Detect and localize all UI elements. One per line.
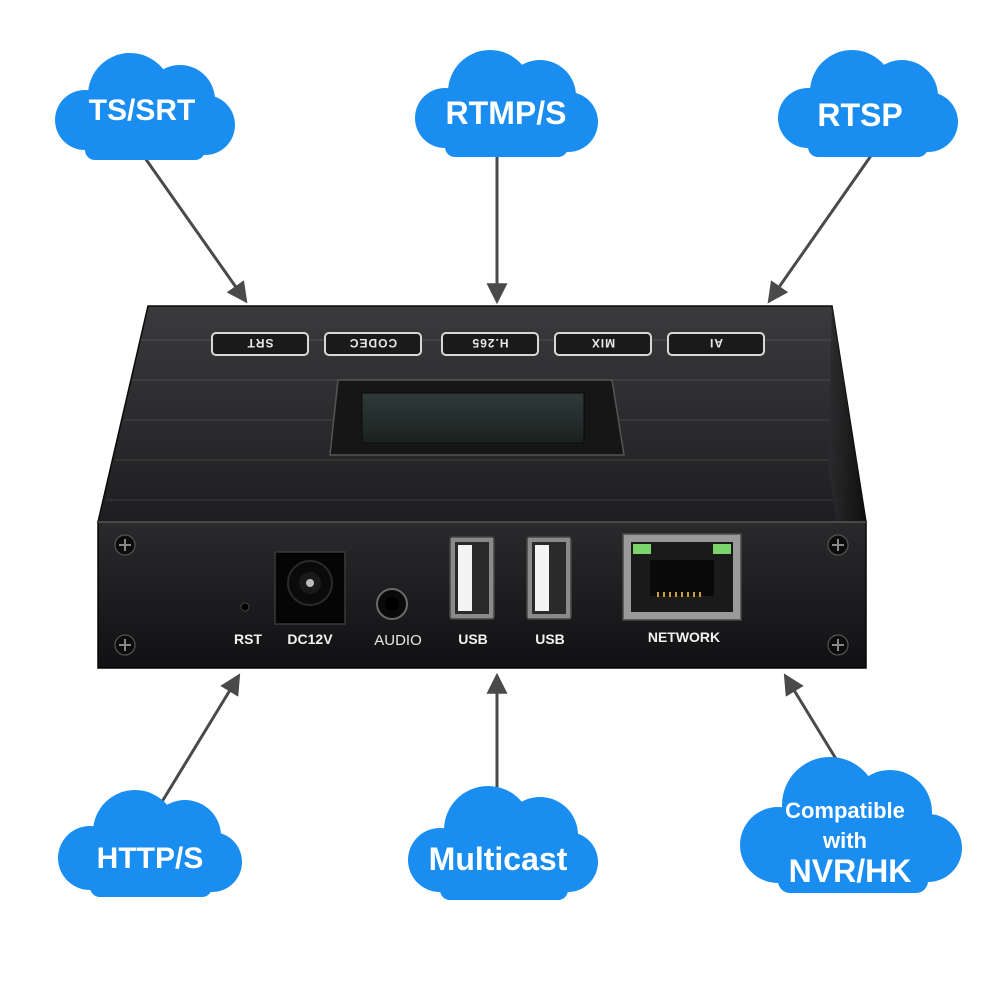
label-rtmp-s: RTMP/S xyxy=(446,95,567,131)
label-http-s: HTTP/S xyxy=(97,842,204,875)
label-compat-line2: with xyxy=(822,828,867,853)
link-led-right xyxy=(713,544,731,554)
link-led-left xyxy=(633,544,651,554)
arrow-http xyxy=(158,673,241,806)
top-button-mix[interactable]: MIX xyxy=(554,332,652,356)
reset-pinhole[interactable] xyxy=(240,602,250,612)
cloud-ts-srt: TS/SRT xyxy=(55,53,235,160)
top-button-ai[interactable]: AI xyxy=(667,332,765,356)
top-button-ai-label: AI xyxy=(709,336,723,350)
arrow-rtsp xyxy=(767,149,877,304)
top-button-mix-label: MIX xyxy=(591,336,615,350)
cloud-icon xyxy=(740,757,962,893)
label-rtsp: RTSP xyxy=(817,97,902,133)
label-compat-line1: Compatible xyxy=(785,798,905,823)
cloud-icon xyxy=(778,50,958,157)
top-button-srt[interactable]: SRT xyxy=(211,332,309,356)
cloud-rtsp: RTSP xyxy=(778,50,958,157)
usb-port-1[interactable] xyxy=(449,536,495,620)
cloud-icon xyxy=(55,53,235,160)
lcd-display xyxy=(329,379,625,456)
cloud-icon xyxy=(408,786,598,900)
cloud-icon xyxy=(58,790,242,897)
label-compat-line3: NVR/HK xyxy=(789,853,912,889)
top-button-codec[interactable]: CODEC xyxy=(324,332,422,356)
label-network: NETWORK xyxy=(648,629,720,645)
top-button-h265-label: H.265 xyxy=(471,336,508,350)
label-rst: RST xyxy=(234,631,262,647)
cloud-icon xyxy=(415,50,598,157)
audio-jack[interactable] xyxy=(376,588,408,620)
cloud-http: HTTP/S xyxy=(58,790,242,897)
arrow-ts-srt xyxy=(143,157,248,304)
label-usb-2: USB xyxy=(535,631,565,647)
network-port[interactable] xyxy=(622,533,742,621)
label-dc12v: DC12V xyxy=(287,631,333,647)
top-button-codec-label: CODEC xyxy=(349,336,397,350)
encoder-device: SRT CODEC H.265 MIX AI xyxy=(97,305,867,669)
label-usb-1: USB xyxy=(458,631,488,647)
label-audio: AUDIO xyxy=(374,632,422,649)
screw-top-left xyxy=(114,534,136,556)
cloud-rtmp: RTMP/S xyxy=(415,50,598,157)
top-button-srt-label: SRT xyxy=(247,336,274,350)
dc-power-jack[interactable] xyxy=(274,551,346,625)
cloud-compatible: Compatible with NVR/HK xyxy=(740,757,962,893)
cloud-multicast: Multicast xyxy=(408,786,598,900)
screw-bottom-left xyxy=(114,634,136,656)
screw-top-right xyxy=(827,534,849,556)
usb-port-2[interactable] xyxy=(526,536,572,620)
top-button-h265[interactable]: H.265 xyxy=(441,332,539,356)
label-multicast: Multicast xyxy=(429,841,568,877)
screw-bottom-right xyxy=(827,634,849,656)
label-ts-srt: TS/SRT xyxy=(89,94,196,127)
